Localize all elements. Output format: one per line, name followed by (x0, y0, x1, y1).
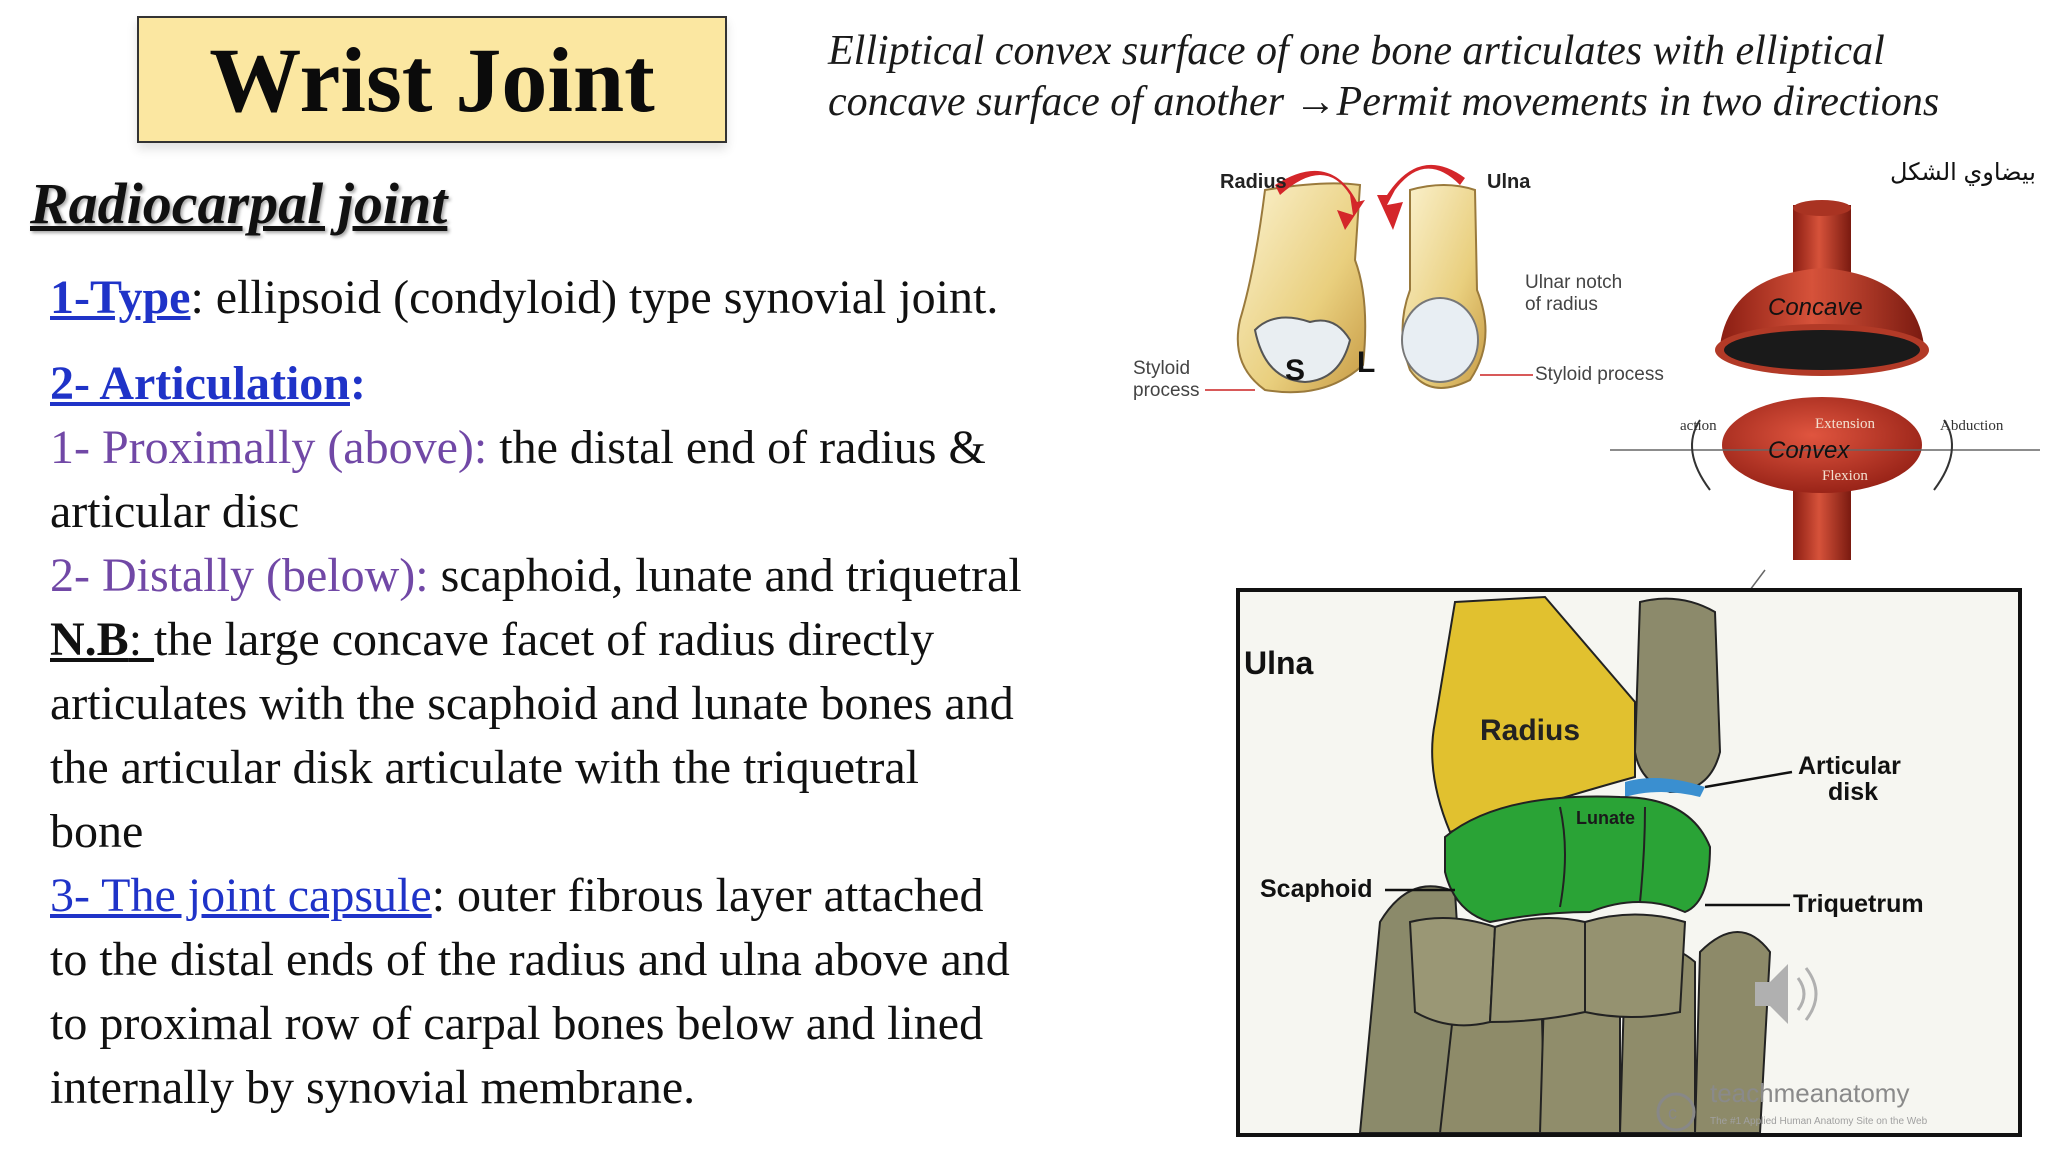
watermark-logo-icon: c (1656, 1092, 1696, 1132)
capsule-line-3: to proximal row of carpal bones below an… (50, 997, 984, 1050)
capsule-line-1: 3- The joint capsule: outer fibrous laye… (50, 864, 1140, 928)
adduction-label: action (1680, 418, 1717, 434)
nb-line-2: articulates with the scaphoid and lunate… (50, 677, 1014, 730)
type-line: 1-Type: ellipsoid (condyloid) type synov… (50, 266, 1140, 330)
capsule-line-2: to the distal ends of the radius and uln… (50, 933, 1010, 986)
ulna-head (1401, 297, 1479, 383)
nb-line-3: the articular disk articulate with the t… (50, 741, 919, 794)
convex-label: Convex (1768, 437, 1850, 464)
capsule-text: : outer fibrous layer attached (431, 869, 984, 922)
svg-text:c: c (1668, 1103, 1677, 1123)
slide-title: Wrist Joint (209, 28, 655, 131)
capsule-label: 3- The joint capsule (50, 869, 432, 922)
fig3-lunate-label: Lunate (1576, 808, 1635, 828)
articulation-label: 2- Articulation (50, 357, 350, 410)
fig1-ulna-label: Ulna (1487, 171, 1531, 193)
title-box: Wrist Joint (137, 16, 727, 143)
nb-line-1: N.B: the large concave facet of radius d… (50, 608, 1140, 672)
subtitle: Elliptical convex surface of one bone ar… (828, 26, 2028, 128)
wrist-section-frame: Ulna Radius Lunate Articular disk Scapho… (1236, 588, 2022, 1137)
extension-label: Extension (1815, 416, 1875, 432)
ulnar-notch-label-1: Ulnar notch (1525, 272, 1622, 293)
proximal-line-2: articular disc (50, 485, 300, 538)
fig3-ulna-label: Ulna (1244, 645, 1314, 681)
radius-arrow-icon (1275, 170, 1365, 230)
wrist-section-figure: Ulna Radius Lunate Articular disk Scapho… (1240, 592, 2018, 1133)
distal-line: 2- Distally (below): scaphoid, lunate an… (50, 544, 1140, 608)
arabic-label: بيضاوي الشكل (1890, 159, 2036, 186)
watermark-text: teachmeanatomy (1710, 1078, 1909, 1108)
nb-text-1: the large concave facet of radius direct… (154, 613, 935, 666)
proximal-text: the distal end of radius & (487, 421, 986, 474)
proximal-label: 1- Proximally (above): (50, 421, 488, 474)
flexion-label: Flexion (1822, 468, 1868, 484)
distal-text: scaphoid, lunate and triquetral (428, 549, 1022, 602)
ellipsoid-model-figure: بيضاوي الشكل Concave Convex Extension Fl… (1610, 159, 2040, 590)
styloid-left-1: Styloid (1133, 358, 1190, 379)
styloid-left-2: process (1133, 380, 1200, 401)
radius-ulna-figure: Radius Ulna Ulnar notch of radius Styloi… (1133, 164, 1664, 401)
fig3-radius-label: Radius (1480, 714, 1580, 747)
scaphoid-facet-s: S (1285, 354, 1305, 387)
convex-ball (1722, 397, 1922, 493)
nb-line-4: bone (50, 805, 144, 858)
radius-bone (1431, 595, 1636, 834)
lunate-facet-l: L (1357, 346, 1375, 379)
articulation-colon: : (349, 357, 366, 410)
articular-disk-label-2: disk (1828, 778, 1878, 806)
articulation-heading: 2- Articulation: (50, 352, 1140, 416)
type-text: : ellipsoid (condyloid) type synovial jo… (190, 271, 999, 324)
subheading: Radiocarpal joint (30, 171, 448, 236)
capsule-line-4: internally by synovial membrane. (50, 1061, 696, 1114)
subtitle-line-1: Elliptical convex surface of one bone ar… (828, 28, 1885, 74)
fig1-radius-label: Radius (1220, 171, 1287, 193)
nb-label: N.B (50, 613, 129, 666)
articular-disk-label-1: Articular (1798, 752, 1901, 780)
concave-hollow (1724, 330, 1920, 370)
distal-label: 2- Distally (below): (50, 549, 429, 602)
radius-facet (1253, 316, 1352, 384)
ulnar-notch-label-2: of radius (1525, 294, 1598, 315)
styloid-right: Styloid process (1535, 364, 1664, 385)
nb-colon: : (128, 613, 155, 666)
type-label: 1-Type (50, 271, 191, 324)
abduction-label: Abduction (1940, 418, 2004, 434)
ulna-arrow-icon (1377, 164, 1465, 230)
concave-label: Concave (1768, 294, 1863, 321)
articular-disk (1625, 778, 1705, 797)
ulna-shaft (1633, 597, 1722, 794)
speaker-icon[interactable] (1755, 964, 1818, 1024)
watermark-subtext: The #1 Applied Human Anatomy Site on the… (1710, 1116, 1928, 1127)
triquetrum-label: Triquetrum (1793, 890, 1924, 918)
scaphoid-label: Scaphoid (1260, 875, 1373, 903)
proximal-line: 1- Proximally (above): the distal end of… (50, 416, 1140, 480)
subtitle-line-2: concave surface of another →Permit movem… (828, 79, 1940, 125)
